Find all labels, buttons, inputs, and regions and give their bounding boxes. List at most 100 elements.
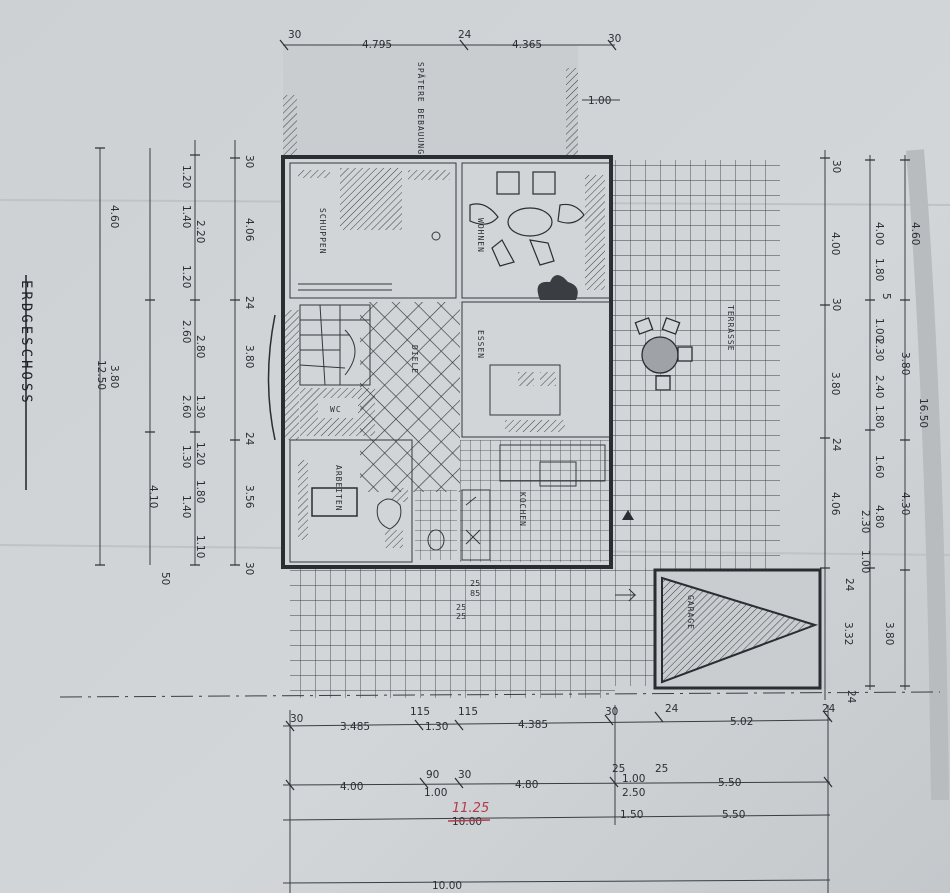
toilet-icon <box>427 529 445 551</box>
dim-left-inner-5: 24 <box>243 432 255 446</box>
dim-left-mid2-1: 2.20 <box>194 220 206 243</box>
dim-bottom1-4: 1.30 <box>425 721 448 733</box>
dim-bottom1-9: 5.02 <box>730 716 753 728</box>
dim-right-outer-4: 3.80 <box>883 622 895 645</box>
dim-bottom2-5: 25 <box>612 763 625 775</box>
dim-bottom1-8: 24 <box>665 703 679 715</box>
dim-bottom1-6: 4.385 <box>518 719 548 731</box>
dim-right-outer-3: 4.30 <box>899 492 911 515</box>
dim-left-mid2-3: 1.30 <box>180 445 192 468</box>
patio-table-icon <box>634 317 693 391</box>
dim-right-inner-1: 30 <box>830 160 842 173</box>
room-wohnen-label: WOHNEN <box>476 218 485 253</box>
dim-right-inner-13: 4.80 <box>873 505 885 528</box>
dim-small-2: 85 <box>470 589 480 598</box>
dim-left-outer-1: 4.60 <box>108 205 120 228</box>
dim-top-6: 1.00 <box>588 95 611 107</box>
garage-label: GARAGE <box>686 595 695 630</box>
room-wc-label: WC <box>330 405 342 414</box>
room-diele-label: DIELE <box>410 345 419 374</box>
dim-left-mid-1: 1.20 <box>180 165 192 188</box>
dim-top-4: 4.365 <box>512 39 542 51</box>
dim-bottom2-8: 25 <box>655 763 668 775</box>
future-building-area <box>283 45 578 155</box>
plant-icon <box>537 275 578 300</box>
dim-left-mid-2: 1.40 <box>180 205 192 228</box>
room-kochen-label: KOCHEN <box>518 492 527 527</box>
dim-left-outer-2: 3.80 <box>108 365 120 388</box>
dim-right-inner-2: 4.00 <box>873 222 885 245</box>
dim-left-mid2-4: 1.80 <box>194 480 206 503</box>
dim-bottom3-2: 1.50 <box>620 809 643 821</box>
dim-right-inner-6: 1.00 <box>873 318 885 341</box>
room-kochen <box>460 440 610 562</box>
dim-bottom3-3: 5.50 <box>722 809 745 821</box>
dim-left-inner-8: 50 <box>159 572 171 585</box>
room-schuppen <box>289 162 457 299</box>
dim-bottom1-10: 24 <box>822 703 836 715</box>
dim-left-inner-6: 3.56 <box>243 485 255 509</box>
room-arbeiten-label: ARBEITEN <box>334 465 343 512</box>
dim-bottom2-3: 30 <box>458 769 471 781</box>
room-wohnen <box>461 162 611 299</box>
dim-right-outer-1: 4.60 <box>909 222 921 245</box>
dim-correction-red: 11.25 <box>452 801 489 816</box>
dim-small-4: 25 <box>456 612 466 621</box>
dim-bottom2-6: 1.00 <box>622 773 645 785</box>
dim-left-mid-5: 2.60 <box>180 395 192 418</box>
dim-left-mid-6: 1.30 <box>194 395 206 418</box>
dim-right-mid-5: 24 <box>845 690 857 704</box>
room-essen-label: ESSEN <box>476 330 485 359</box>
dim-right-inner-11: 1.60 <box>873 455 885 478</box>
terrace-label: TERRASSE <box>726 305 735 352</box>
dim-right-outer-5: 16.50 <box>917 398 929 428</box>
dim-right-outer-2: 3.80 <box>899 352 911 375</box>
dim-left-inner-2: 4.06 <box>243 218 255 242</box>
dim-right-inner-4: 30 <box>830 298 842 311</box>
dim-small-3: 25 <box>456 603 466 612</box>
dim-left-inner-1: 30 <box>243 155 255 168</box>
dim-left-inner-3: 24 <box>243 296 255 310</box>
dim-bottom1-7: 30 <box>605 706 618 718</box>
dim-right-inner-12: 2.30 <box>859 510 871 533</box>
dim-right-mid-1: 4.00 <box>829 232 841 255</box>
dim-right-inner-5: 5 <box>880 293 892 300</box>
room-diele <box>360 302 460 492</box>
dim-right-inner-15: 24 <box>843 578 855 592</box>
dim-left-inner-7: 30 <box>243 562 255 575</box>
dim-left-inner-4: 3.80 <box>243 345 255 368</box>
dim-top-5: 30 <box>608 33 621 45</box>
dim-bottom1-2: 3.485 <box>340 721 370 733</box>
dim-bottom-total: 10.00 <box>432 880 462 892</box>
dim-bottom1-1: 30 <box>290 713 303 725</box>
dim-left-mid-8: 1.40 <box>180 495 192 518</box>
future-building-label: SPÄTERE BEBAUUNG <box>416 62 426 155</box>
dim-bottom1-3: 115 <box>410 706 430 718</box>
dim-left-mid-3: 1.20 <box>180 265 192 288</box>
room-essen <box>461 301 611 438</box>
dim-left-outer-3: 4.10 <box>147 485 159 508</box>
dim-top-2: 4.795 <box>362 39 392 51</box>
dim-right-mid-3: 4.06 <box>829 492 841 516</box>
dim-top-1: 30 <box>288 29 301 41</box>
dim-right-inner-9: 1.80 <box>873 405 885 428</box>
dim-left-mid-7: 1.20 <box>194 442 206 465</box>
dim-bottom3-1: 1.00 <box>424 787 447 799</box>
dim-left-mid-4: 2.60 <box>180 320 192 343</box>
dim-bottom2-4: 4.80 <box>515 779 538 791</box>
dim-right-mid-2: 3.80 <box>829 372 841 395</box>
dim-bottom1-5: 115 <box>458 706 478 718</box>
dim-right-inner-3: 1.80 <box>873 258 885 281</box>
dim-small-1: 25 <box>470 579 480 588</box>
dim-right-inner-7: 2.30 <box>873 338 885 361</box>
dim-bottom2-9: 5.50 <box>718 777 741 789</box>
living-furniture-icon <box>469 171 585 267</box>
room-arbeiten <box>289 439 413 563</box>
dim-bottom2-7: 2.50 <box>622 787 645 799</box>
room-schuppen-label: SCHUPPEN <box>318 208 327 255</box>
dim-right-mid-4: 3.32 <box>842 622 854 645</box>
dim-bottom2-1: 4.00 <box>340 781 363 793</box>
dim-top-3: 24 <box>458 29 472 41</box>
